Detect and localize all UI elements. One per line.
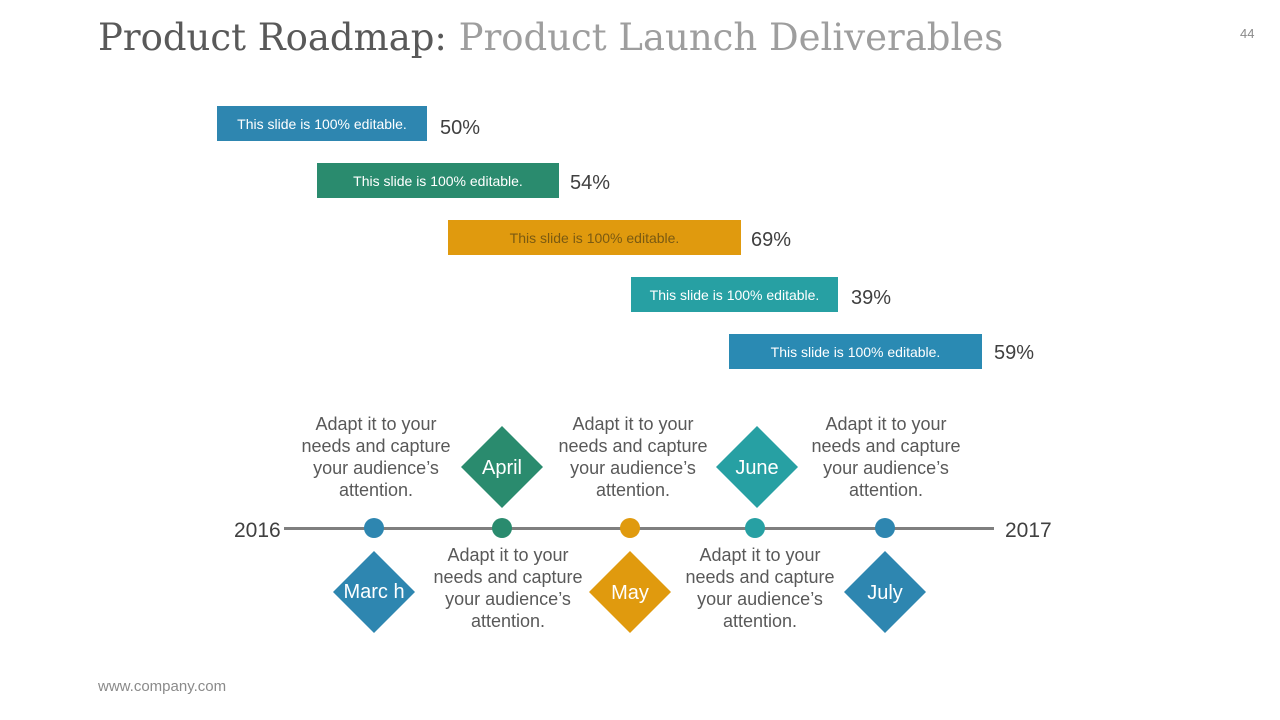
gantt-percent-1: 50% xyxy=(440,117,481,139)
milestone-label-july: July xyxy=(867,582,903,604)
gantt-bar-label: This slide is 100% editable. xyxy=(770,343,941,360)
timeline-dot-june[interactable] xyxy=(745,518,765,538)
milestone-label-march: Marc h xyxy=(343,581,405,603)
slide-title: Product Roadmap: Product Launch Delivera… xyxy=(98,14,1003,62)
gantt-percent-3: 69% xyxy=(751,229,792,251)
milestone-note-april: Adapt it to your needs and capture your … xyxy=(433,545,583,631)
gantt-bar-label: This slide is 100% editable. xyxy=(237,115,407,132)
timeline-dot-may[interactable] xyxy=(620,518,640,538)
end-year: 2017 xyxy=(1005,519,1052,542)
gantt-percent-4: 39% xyxy=(851,287,892,309)
milestone-note-may: Adapt it to your needs and capture your … xyxy=(558,414,708,500)
title-sub: Product Launch Deliverables xyxy=(458,16,1004,59)
gantt-percent-2: 54% xyxy=(570,172,611,194)
gantt-bar-2[interactable]: This slide is 100% editable. xyxy=(317,163,559,198)
gantt-bar-label: This slide is 100% editable. xyxy=(649,286,820,303)
gantt-percent-5: 59% xyxy=(994,342,1035,364)
timeline-dot-april[interactable] xyxy=(492,518,512,538)
gantt-bar-5[interactable]: This slide is 100% editable. xyxy=(729,334,982,369)
gantt-bar-4[interactable]: This slide is 100% editable. xyxy=(631,277,838,312)
milestone-note-march: Adapt it to your needs and capture your … xyxy=(301,414,451,500)
timeline-dot-july[interactable] xyxy=(875,518,895,538)
title-main: Product Roadmap: xyxy=(98,16,447,59)
gantt-bar-1[interactable]: This slide is 100% editable. xyxy=(217,106,427,141)
milestone-label-april: April xyxy=(481,457,522,479)
footer-url[interactable]: www.company.com xyxy=(98,678,227,695)
gantt-bar-3[interactable]: This slide is 100% editable. xyxy=(448,220,741,255)
gantt-bar-label: This slide is 100% editable. xyxy=(353,172,523,189)
milestone-note-june: Adapt it to your needs and capture your … xyxy=(685,545,835,631)
milestone-label-june: June xyxy=(735,457,779,479)
milestone-label-may: May xyxy=(611,582,649,604)
milestone-note-july: Adapt it to your needs and capture your … xyxy=(811,414,961,500)
timeline-dot-march[interactable] xyxy=(364,518,384,538)
page-number: 44 xyxy=(1240,26,1255,41)
gantt-bar-label: This slide is 100% editable. xyxy=(509,229,680,246)
start-year: 2016 xyxy=(234,519,281,542)
